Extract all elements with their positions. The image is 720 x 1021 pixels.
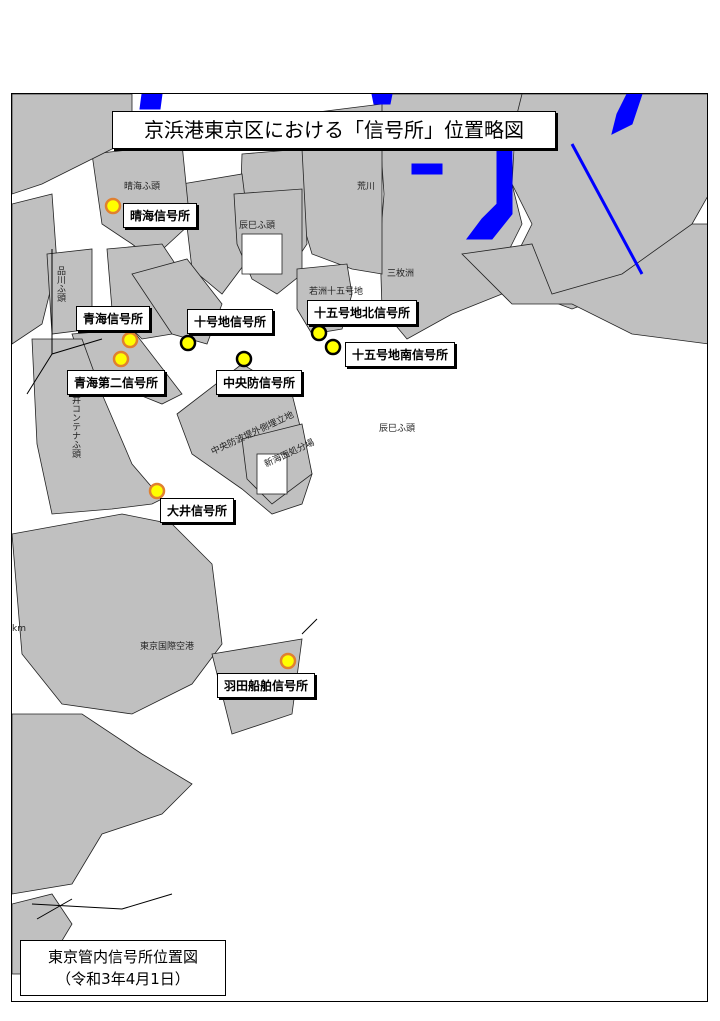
label-aomi2-station: 青海第二信号所 (67, 370, 166, 395)
marker-aomi2 (112, 350, 130, 368)
place-sanmaibasu: 三枚洲 (387, 269, 415, 279)
place-haneda: 東京国際空港 (140, 642, 195, 652)
label-haneda-station: 羽田船舶信号所 (217, 673, 316, 698)
land-tsukishima (12, 94, 133, 195)
river-top-left (139, 94, 163, 110)
marker-harumi (104, 197, 122, 215)
label-oi-station: 大井信号所 (160, 498, 235, 523)
land-oi (31, 338, 163, 515)
map-frame: 晴海ふ頭 辰巳ふ頭 荒川 三枚洲 品川ふ頭 若洲十五号地 辰巳ふ頭 大井コンテナ… (11, 93, 708, 1002)
label-jugochi-station: 十号地信号所 (187, 309, 274, 334)
label-chuobo-station: 中央防信号所 (216, 370, 303, 395)
place-tatsumi-pier: 辰巳ふ頭 (239, 221, 276, 231)
place-shinagawa: 品川ふ頭 (55, 266, 65, 302)
place-oi-container: 大井コンテナふ頭 (70, 386, 80, 458)
legend-box: 東京管内信号所位置図 （令和3年4月1日） (20, 940, 226, 996)
marker-oi (148, 482, 166, 500)
marker-haneda (279, 652, 297, 670)
road-block-1 (241, 233, 283, 275)
place-jugo-gochi: 若洲十五号地 (309, 287, 364, 297)
place-arakawa: 荒川 (357, 182, 376, 192)
marker-aomi (121, 331, 139, 349)
road-block-2 (256, 453, 288, 495)
place-harumi-pier: 晴海ふ頭 (124, 182, 161, 192)
river-sumida (411, 163, 443, 175)
marker-jugochi (179, 334, 197, 352)
land-kawasaki (12, 713, 193, 895)
place-tatsumi-pier-2: 辰巳ふ頭 (379, 424, 416, 434)
river-kyu-edogawa (611, 94, 643, 135)
map-canvas (12, 94, 707, 975)
place-km: km (12, 624, 26, 634)
marker-chuobo (235, 350, 253, 368)
label-aomi-station: 青海信号所 (76, 306, 151, 331)
marker-jugo-south (324, 338, 342, 356)
legend-line2: （令和3年4月1日） (56, 970, 190, 988)
label-harumi-station: 晴海信号所 (123, 203, 198, 228)
label-jugo-north-station: 十五号地北信号所 (307, 300, 418, 325)
legend-line1: 東京管内信号所位置図 (47, 948, 198, 966)
land-east (461, 223, 707, 345)
station-markers (104, 197, 342, 670)
map-title: 京浜港東京区における「信号所」位置略図 (112, 111, 556, 149)
land-haneda (12, 513, 223, 715)
marker-jugo-north (310, 324, 328, 342)
label-jugo-south-station: 十五号地南信号所 (345, 342, 456, 367)
river-top-mid (371, 94, 393, 105)
